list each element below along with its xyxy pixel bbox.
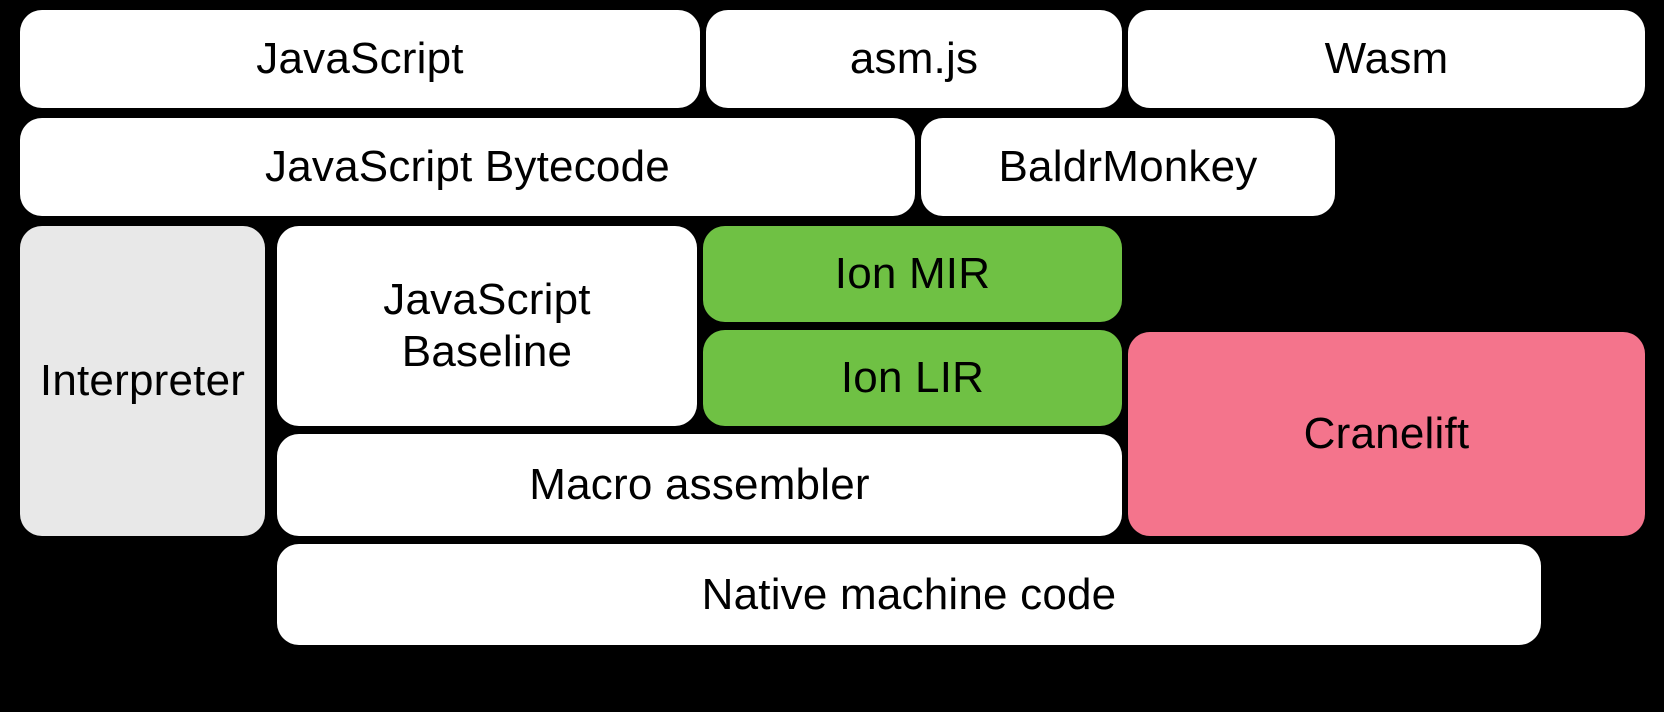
node-javascript-bytecode[interactable]: JavaScript Bytecode	[20, 118, 915, 216]
node-baldrmonkey[interactable]: BaldrMonkey	[921, 118, 1335, 216]
node-javascript[interactable]: JavaScript	[20, 10, 700, 108]
node-macro-assembler[interactable]: Macro assembler	[277, 434, 1122, 536]
node-ion-mir[interactable]: Ion MIR	[703, 226, 1122, 322]
node-cranelift[interactable]: Cranelift	[1128, 332, 1645, 536]
node-javascript-baseline[interactable]: JavaScript Baseline	[277, 226, 697, 426]
node-asm-js[interactable]: asm.js	[706, 10, 1122, 108]
node-interpreter[interactable]: Interpreter	[20, 226, 265, 536]
node-native-machine-code[interactable]: Native machine code	[277, 544, 1541, 645]
node-wasm[interactable]: Wasm	[1128, 10, 1645, 108]
node-ion-lir[interactable]: Ion LIR	[703, 330, 1122, 426]
